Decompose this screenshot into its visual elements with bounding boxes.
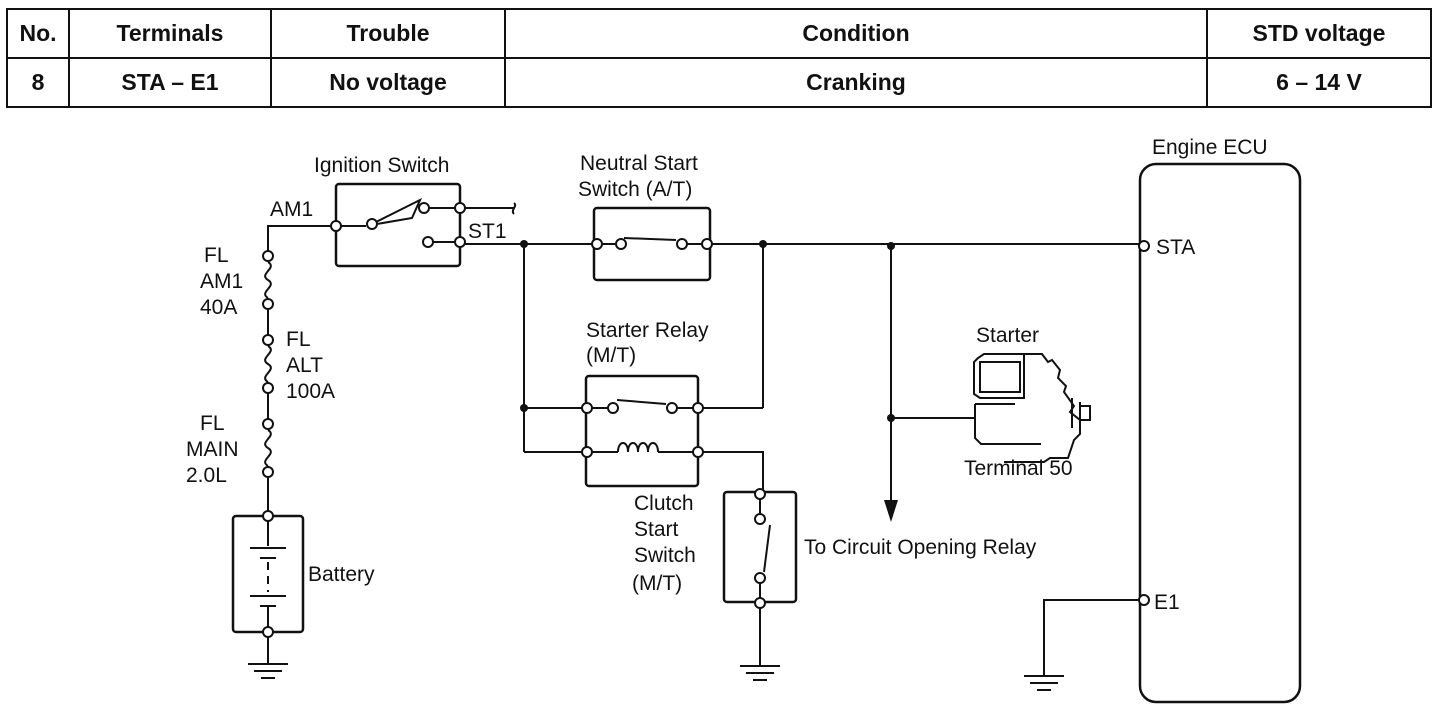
cell-std-voltage: 6 – 14 V [1206,57,1432,108]
engine-ecu-label: Engine ECU [1152,136,1268,159]
header-trouble: Trouble [270,8,506,59]
terminal-50-label: Terminal 50 [964,457,1073,480]
fuse-alt-label-fl: FL [286,328,311,351]
fuse-alt-label-name: ALT [286,354,323,377]
neutral-start-switch-label-1: Neutral Start [580,152,698,175]
engine-ecu: Engine ECU STA E1 [1043,136,1302,704]
clutch-start-switch: Clutch Start Switch (M/T) [632,488,798,666]
starter-relay-label-1: Starter Relay [586,319,709,342]
cell-terminals: STA – E1 [68,57,272,108]
clutch-start-switch-label-3: Switch [634,544,696,567]
table-row: 8 STA – E1 No voltage Cranking 6 – 14 V [6,57,1432,108]
battery-label: Battery [308,563,375,586]
fuse-am1-label-name: AM1 [200,270,243,293]
neutral-start-switch: Neutral Start Switch (A/T) [578,152,713,282]
cell-condition: Cranking [504,57,1208,108]
fuse-am1: FL AM1 40A [200,244,274,319]
starter-branch-wiring: To Circuit Opening Relay [804,246,1037,559]
header-std-voltage: STD voltage [1206,8,1432,59]
fuse-main-label-fl: FL [200,412,225,435]
ignition-switch: Ignition Switch AM1 ST1 [270,154,517,268]
arrow-down-icon [884,500,898,522]
ignition-switch-label: Ignition Switch [314,154,449,177]
starter-relay-label-2: (M/T) [586,344,636,367]
starter-motor-icon: Starter Terminal 50 [964,324,1091,480]
header-condition: Condition [504,8,1208,59]
header-terminals: Terminals [68,8,272,59]
ground-icon [740,665,780,681]
cell-trouble: No voltage [270,57,506,108]
fuse-am1-label-rating: 40A [200,296,237,319]
battery: Battery [231,510,375,638]
to-circuit-opening-relay-label: To Circuit Opening Relay [804,536,1037,559]
fuse-main: FL MAIN 2.0L [186,412,274,487]
fuse-am1-label-fl: FL [204,244,229,267]
sta-terminal-label: STA [1156,236,1195,259]
table-header-row: No. Terminals Trouble Condition STD volt… [6,8,1432,59]
am1-label: AM1 [270,198,313,221]
fuse-alt-label-rating: 100A [286,380,335,403]
fuse-main-label-rating: 2.0L [186,464,227,487]
clutch-start-switch-label-2: Start [634,518,679,541]
starter-label: Starter [976,324,1039,347]
ground-icon [248,663,288,679]
relay-feed-wiring [520,244,764,492]
header-no: No. [6,8,70,59]
starter-relay: Starter Relay (M/T) [581,319,709,488]
spec-table: No. Terminals Trouble Condition STD volt… [6,8,1432,108]
st1-label: ST1 [468,220,507,243]
st1-bus [465,240,1142,250]
fuse-alt: FL ALT 100A [262,328,335,403]
clutch-start-switch-label-4: (M/T) [632,572,682,595]
neutral-start-switch-label-2: Switch (A/T) [578,178,692,201]
ground-icon [1024,675,1064,691]
cell-no: 8 [6,57,70,108]
clutch-start-switch-label-1: Clutch [634,492,694,515]
fuse-main-label-name: MAIN [186,438,239,461]
e1-terminal-label: E1 [1154,591,1180,614]
